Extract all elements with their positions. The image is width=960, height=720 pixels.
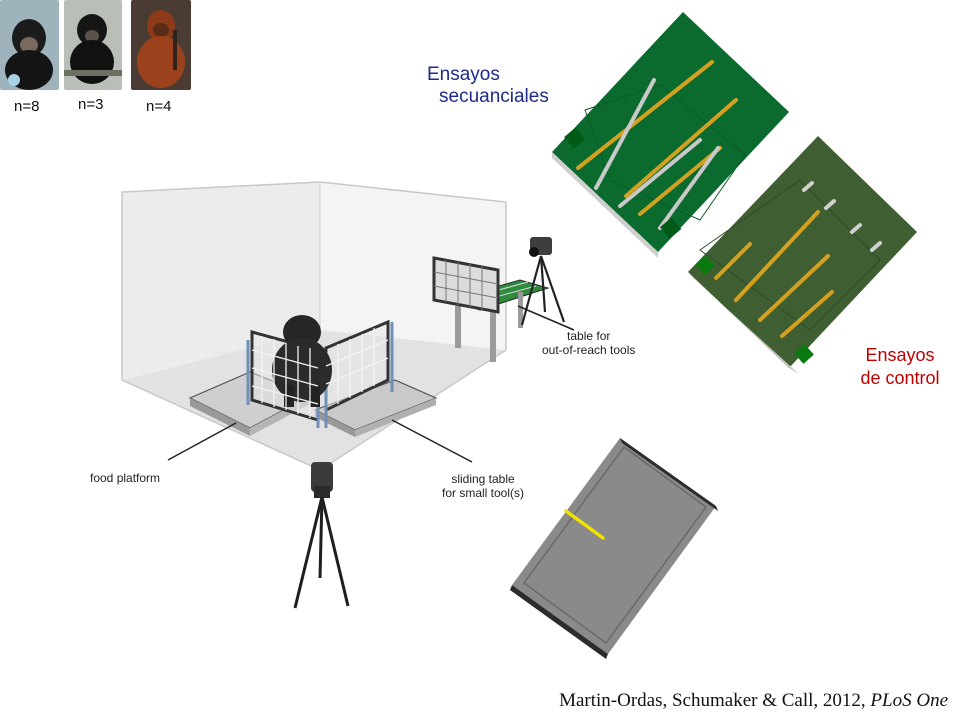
citation: Martin-Ordas, Schumaker & Call, 2012, PL… (559, 690, 948, 712)
out-of-reach-table-label: table for out-of-reach tools (542, 329, 635, 357)
out-of-reach-label-line2: out-of-reach tools (542, 343, 636, 357)
sequential-label-line2: secuanciales (439, 86, 549, 107)
citation-journal: PLoS One (870, 690, 948, 711)
bonobo-count: n=3 (78, 96, 104, 113)
sequential-label-line1: Ensayos (427, 64, 500, 85)
grey-board-tool (564, 509, 605, 540)
orangutan-count: n=4 (146, 98, 172, 115)
sliding-label-line1: sliding table (451, 472, 515, 486)
out-of-reach-label-line1: table for (567, 329, 611, 343)
sequential-tool (576, 60, 714, 170)
control-label-line2: de control (860, 368, 940, 388)
sequential-tool (658, 146, 720, 230)
control-trials-label: Ensayos de control (848, 344, 952, 390)
sliding-table-label: sliding table for small tool(s) (442, 472, 524, 500)
orangutan-photo (131, 0, 191, 90)
sliding-label-line2: for small tool(s) (442, 486, 525, 500)
food-platform-label: food platform (90, 471, 161, 485)
sequential-tool (638, 146, 722, 216)
bonobo-photo (64, 0, 122, 90)
sequential-trials-label: Ensayos secuanciales (427, 64, 549, 108)
citation-authors: Martin-Ordas, Schumaker & Call, 2012, (559, 690, 871, 711)
control-label-line1: Ensayos (865, 345, 935, 365)
chimpanzee-photo (0, 0, 59, 90)
sequential-tool (594, 78, 656, 190)
sequential-tool (618, 138, 702, 208)
chimpanzee-count: n=8 (14, 98, 40, 115)
sequential-tool (624, 98, 738, 198)
